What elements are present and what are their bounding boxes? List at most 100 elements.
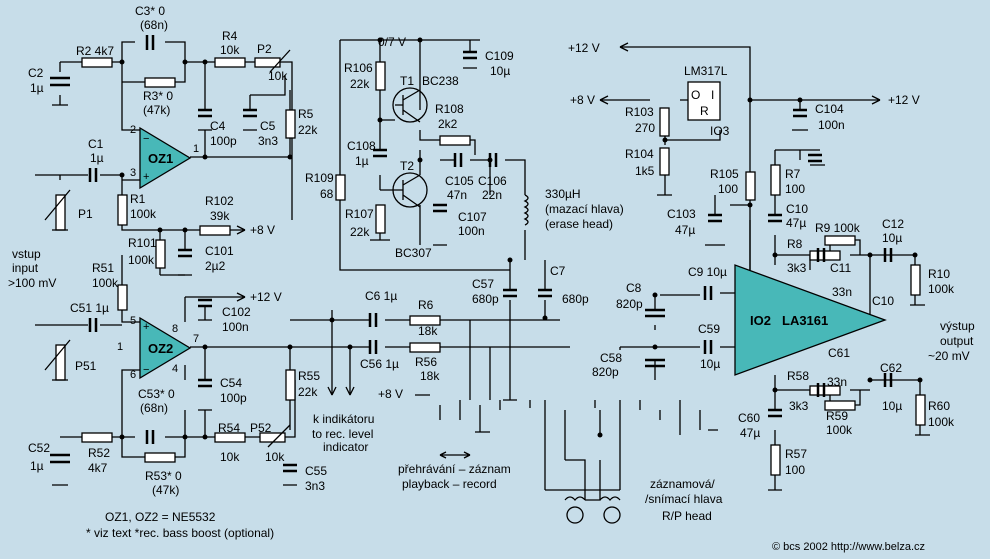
r3-label: R3* 0: [143, 89, 173, 103]
c107v-label: 100n: [458, 224, 485, 238]
r5-label: R5: [298, 107, 314, 121]
c11v-label: 33n: [832, 285, 852, 299]
c57-label: C57: [472, 277, 494, 291]
c105-label: C105: [445, 174, 474, 188]
r106v-label: 22k: [350, 77, 370, 91]
c8-label: C8: [626, 281, 642, 295]
r7-label: R7: [785, 167, 801, 181]
svg-text:+: +: [143, 321, 149, 333]
input-b-label: input: [12, 261, 39, 275]
oz1-pin2: 2: [130, 124, 136, 136]
c54-label: C54: [220, 376, 242, 390]
c11-label: C11: [830, 261, 851, 275]
copyright-label: © bcs 2002 http://www.belza.cz: [772, 541, 925, 553]
resistors: [55, 57, 926, 476]
capacitors: [50, 35, 893, 473]
r109v-label: 68: [320, 187, 334, 201]
oz2-pin1: 1: [117, 341, 123, 353]
lm317-pin-o: O: [691, 88, 700, 102]
r9-label: R9 100k: [815, 221, 861, 235]
r101v-label: 100k: [128, 253, 155, 267]
l1b-label: (erase head): [545, 217, 613, 231]
c62v-label: 10µ: [882, 399, 902, 413]
io2-label: IO2: [750, 313, 771, 328]
r105-label: R105: [710, 167, 739, 181]
t2-label: T2: [400, 159, 414, 173]
r52v-label: 4k7: [88, 461, 108, 475]
p51-label: P51: [75, 359, 97, 373]
r105v-label: 100: [718, 182, 738, 196]
svg-text:−: −: [143, 364, 149, 376]
c56-label: C56 1µ: [360, 357, 399, 371]
lm317-pin-r: R: [700, 104, 709, 118]
c7-label: C7: [550, 264, 566, 278]
r54-label: R54: [218, 421, 240, 435]
r57-label: R57: [785, 447, 807, 461]
rp-head-left-icon: [566, 506, 584, 524]
inductor-erase-head: [523, 194, 529, 226]
oz2-pin7: 7: [193, 333, 199, 345]
c101-label: C101: [205, 244, 234, 258]
l1v-label: 330µH: [545, 187, 581, 201]
output-c-label: ~20 mV: [928, 349, 970, 363]
r10-label: R10: [928, 267, 950, 281]
r3v-label: (47k): [143, 103, 170, 117]
r107v-label: 22k: [350, 225, 370, 239]
c105v-label: 47n: [447, 188, 467, 202]
p52-label: P52: [250, 421, 272, 435]
opamp-type-label: OZ1, OZ2 = NE5532: [105, 510, 216, 524]
c54v-label: 100p: [220, 391, 247, 405]
r6-label: R6: [418, 298, 434, 312]
p2-label: P2: [257, 42, 272, 56]
c59v-label: 10µ: [700, 357, 720, 371]
r107-label: R107: [345, 207, 374, 221]
c55-label: C55: [305, 464, 327, 478]
r8-label: R8: [787, 237, 803, 251]
r51v-label: 100k: [92, 276, 119, 290]
opamp-oz2: [139, 316, 192, 380]
plus8v-mid-label: +8 V: [570, 93, 595, 107]
r60v-label: 100k: [928, 415, 955, 429]
c109v-label: 10µ: [490, 64, 510, 78]
plus8v-r102-label: +8 V: [250, 223, 275, 237]
c53v-label: (68n): [140, 401, 168, 415]
c101v-label: 2µ2: [205, 259, 226, 273]
head-a-label: záznamová/: [650, 477, 715, 491]
c10s-label: C10: [786, 202, 808, 216]
c106v-label: 22n: [482, 188, 502, 202]
c61-label: C61: [828, 346, 850, 360]
mode-a-label: přehrávání – záznam: [398, 462, 511, 476]
c108-label: C108: [347, 139, 376, 153]
lm317-name: LM317L: [684, 64, 728, 78]
svg-text:+: +: [143, 171, 149, 183]
r60-label: R60: [928, 399, 950, 413]
c61v-label: 33n: [827, 375, 847, 389]
oz1-pin1: 1: [193, 143, 199, 155]
r102v-label: 39k: [210, 209, 230, 223]
head-b-label: /snímací hlava: [645, 492, 723, 506]
r1-label: R1: [130, 192, 146, 206]
c58v-label: 820p: [592, 365, 619, 379]
plus12v-oz2-label: +12 V: [250, 290, 282, 304]
r4-label: R4: [222, 29, 238, 43]
r108v-label: 2k2: [438, 117, 458, 131]
transistor-t2: [392, 172, 428, 208]
c108v-label: 1µ: [355, 154, 369, 168]
r2-label: R2 4k7: [76, 44, 114, 58]
c4v-label: 100p: [210, 134, 237, 148]
c5v-label: 3n3: [258, 134, 278, 148]
r56-label: R56: [415, 355, 437, 369]
ind-b-label: to rec. level: [312, 427, 373, 441]
r6v-label: 18k: [418, 324, 438, 338]
l1a-label: (mazací hlava): [545, 202, 624, 216]
t1-label: T1: [400, 74, 414, 88]
r57v-label: 100: [785, 463, 805, 477]
p1-label: P1: [78, 207, 93, 221]
r103v-label: 270: [635, 121, 655, 135]
c4-label: C4: [210, 119, 226, 133]
r109-label: R109: [305, 171, 334, 185]
lm317-pin-i: I: [711, 88, 714, 102]
r5v-label: 22k: [298, 123, 318, 137]
c60v-label: 47µ: [740, 426, 760, 440]
r54v-label: 10k: [220, 450, 240, 464]
